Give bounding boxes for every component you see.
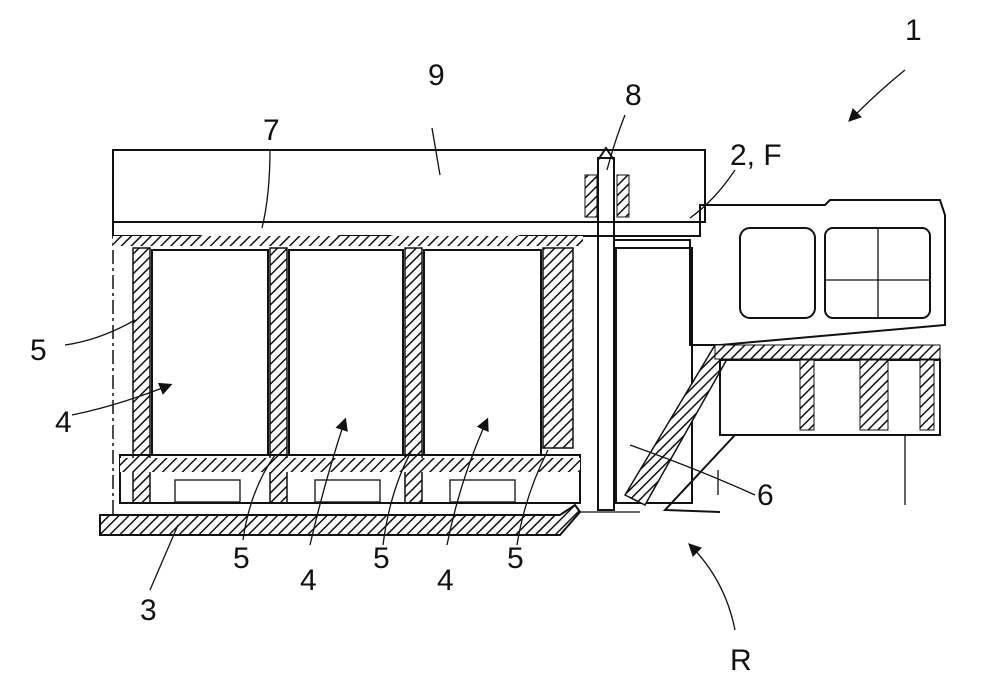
tray-pocket	[175, 480, 240, 502]
base-plate-3	[100, 505, 580, 535]
hatched-layer	[113, 236, 583, 246]
leader-7	[262, 150, 270, 228]
leader-5	[65, 320, 135, 345]
tray-pocket	[450, 480, 515, 502]
spring	[585, 175, 597, 217]
tray-pocket	[315, 480, 380, 502]
tray-hatch	[120, 458, 580, 472]
frame-lower	[720, 360, 940, 435]
battery-cell	[289, 250, 403, 455]
label-5: 5	[30, 334, 47, 367]
label-5c: 5	[373, 542, 390, 575]
frame-post	[920, 360, 934, 430]
frame-2	[615, 200, 945, 345]
frame-hatch	[715, 345, 940, 359]
label-7: 7	[263, 114, 280, 147]
separator	[543, 248, 573, 448]
frame-box	[740, 228, 815, 318]
battery-cell	[152, 250, 268, 455]
label-3: 3	[140, 594, 157, 627]
label-5d: 5	[507, 542, 524, 575]
label-1: 1	[905, 14, 922, 47]
leader-2	[690, 170, 735, 218]
leader-8	[607, 115, 625, 170]
frame-post	[860, 360, 888, 430]
battery-cell	[424, 250, 541, 455]
label-9: 9	[428, 59, 445, 92]
leader-9	[432, 128, 440, 175]
frame-post	[800, 360, 814, 430]
label-5b: 5	[233, 542, 250, 575]
label-8: 8	[625, 79, 642, 112]
label-2F: 2, F	[730, 139, 782, 172]
rod-8	[598, 158, 614, 510]
label-6: 6	[757, 479, 774, 512]
leader-4	[72, 385, 170, 415]
label-4: 4	[55, 406, 72, 439]
arrow-1	[850, 70, 905, 120]
cover-9	[113, 150, 705, 222]
spring	[617, 175, 629, 217]
label-4c: 4	[437, 564, 454, 597]
label-4b: 4	[300, 564, 317, 597]
arrow-R	[690, 545, 735, 630]
label-R: R	[730, 644, 752, 677]
